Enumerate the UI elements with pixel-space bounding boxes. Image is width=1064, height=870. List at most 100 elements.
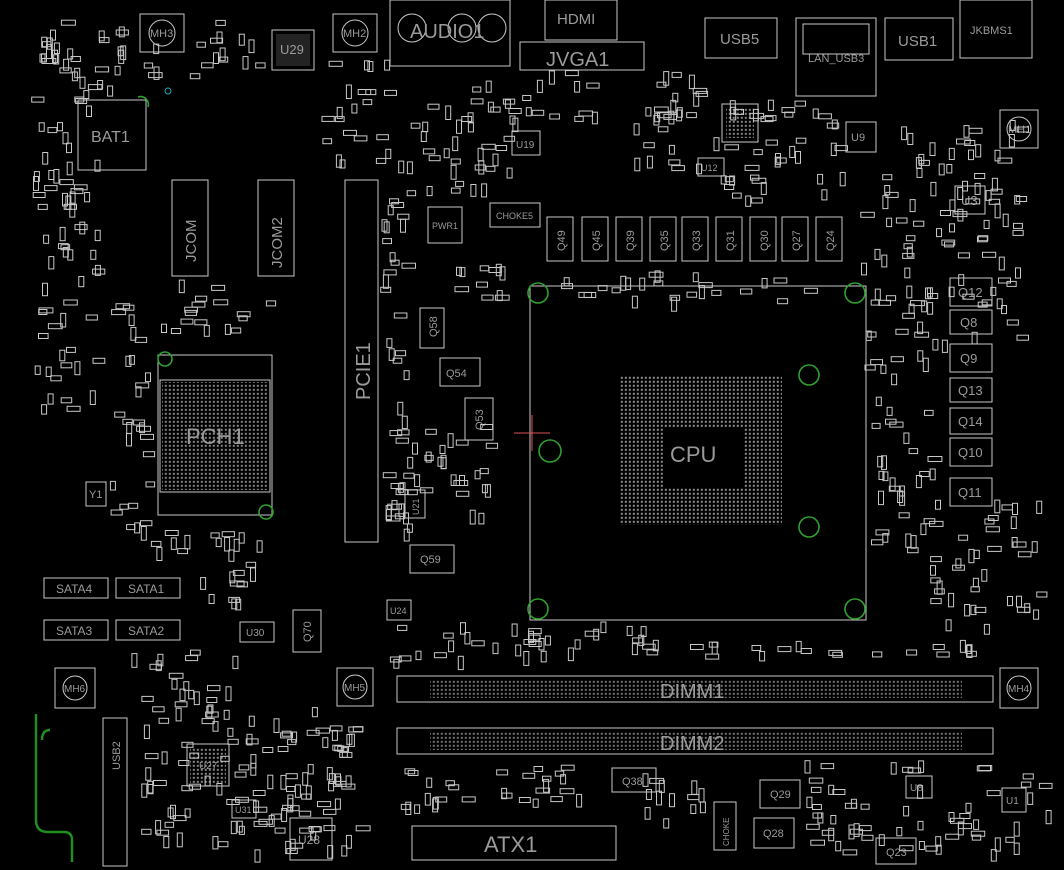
smd-component: [952, 211, 968, 218]
smd-component: [167, 807, 174, 818]
smd-component: [464, 632, 471, 645]
q31-label: Q31: [725, 230, 737, 251]
smd-component: [523, 639, 537, 645]
u27-label: U27: [199, 761, 218, 772]
smd-component: [909, 199, 916, 213]
smd-component: [654, 106, 669, 113]
smd-component: [71, 71, 78, 82]
smd-component: [180, 318, 194, 325]
smd-component: [110, 509, 123, 516]
smd-component: [817, 173, 824, 185]
smd-component: [929, 520, 944, 527]
smd-component: [286, 848, 298, 854]
smd-component: [345, 834, 352, 849]
y1-label: Y1: [89, 489, 102, 501]
smd-component: [535, 787, 551, 794]
smd-component: [917, 785, 924, 799]
smd-component: [949, 223, 955, 233]
smd-component: [139, 422, 145, 434]
smd-component: [652, 639, 659, 652]
smd-component: [882, 533, 889, 543]
smd-component: [119, 503, 129, 510]
smd-component: [708, 641, 719, 648]
smd-component: [986, 790, 1001, 797]
smd-component: [532, 798, 539, 808]
smd-component: [690, 644, 704, 650]
smd-component: [502, 98, 516, 105]
top-connector-row: MH3 U29 MH2 AUDIO1 HDMI JVGA1 USB5 LAN_U…: [139, 0, 1033, 97]
smd-component: [561, 283, 573, 290]
smd-component: [455, 439, 469, 446]
smd-component: [806, 796, 813, 809]
smd-component: [238, 764, 250, 771]
smd-component: [729, 175, 736, 186]
smd-component: [60, 312, 67, 328]
choke-label: CHOKE: [722, 818, 731, 846]
smd-component: [357, 89, 372, 95]
smd-component: [834, 145, 848, 152]
smd-component: [400, 218, 406, 233]
smd-component: [232, 569, 245, 576]
smd-component: [853, 823, 860, 837]
smd-component: [34, 365, 41, 375]
smd-component: [867, 331, 877, 338]
smd-component: [974, 182, 981, 195]
lan-usb3-label: LAN_USB3: [808, 53, 864, 65]
smd-component: [63, 58, 70, 71]
smd-component: [311, 707, 318, 718]
smd-component: [145, 372, 151, 383]
smd-component: [990, 286, 997, 296]
smd-component: [211, 284, 226, 291]
usb1-label: USB1: [898, 33, 937, 50]
smd-component: [412, 442, 418, 455]
smd-component: [382, 274, 389, 289]
smd-component: [74, 361, 81, 376]
smd-component: [576, 793, 583, 808]
smd-component: [177, 548, 188, 555]
smd-component: [345, 84, 352, 99]
smd-component: [533, 766, 544, 772]
smd-component: [890, 762, 897, 775]
smd-component: [481, 143, 496, 150]
smd-component: [216, 783, 223, 796]
smd-component: [126, 422, 133, 435]
smd-component: [495, 263, 502, 277]
q54-label: Q54: [446, 368, 467, 380]
smd-component: [686, 291, 698, 298]
smd-component: [334, 798, 341, 810]
smd-component: [692, 272, 699, 283]
smd-component: [860, 803, 870, 810]
smd-component: [353, 135, 368, 142]
q35-label: Q35: [659, 230, 671, 251]
smd-component: [948, 812, 955, 822]
smd-component: [184, 534, 191, 550]
smd-component: [920, 523, 927, 536]
smd-component: [59, 179, 74, 186]
q13-label: Q13: [958, 383, 983, 398]
smd-component: [224, 537, 231, 552]
smd-component: [386, 338, 393, 348]
atx1-label: ATX1: [484, 832, 537, 857]
smd-component: [114, 411, 126, 418]
smd-component: [574, 115, 584, 122]
dimm2-label: DIMM2: [660, 733, 724, 755]
smd-component: [143, 724, 150, 739]
smd-component: [930, 577, 941, 584]
smd-component: [676, 107, 683, 118]
smd-component: [236, 820, 243, 833]
smd-component: [956, 138, 971, 145]
smd-component: [895, 217, 908, 224]
smd-component: [42, 152, 49, 165]
smd-component: [204, 775, 211, 787]
smd-component: [724, 144, 739, 151]
smd-component: [376, 134, 389, 141]
smd-component: [248, 715, 255, 727]
smd-component: [913, 220, 925, 227]
smd-component: [252, 790, 266, 796]
smd-component: [224, 323, 231, 335]
smd-component: [196, 41, 206, 48]
smd-component: [861, 834, 874, 841]
smd-component: [63, 203, 77, 210]
smd-component: [424, 792, 431, 806]
smd-component: [414, 474, 421, 488]
